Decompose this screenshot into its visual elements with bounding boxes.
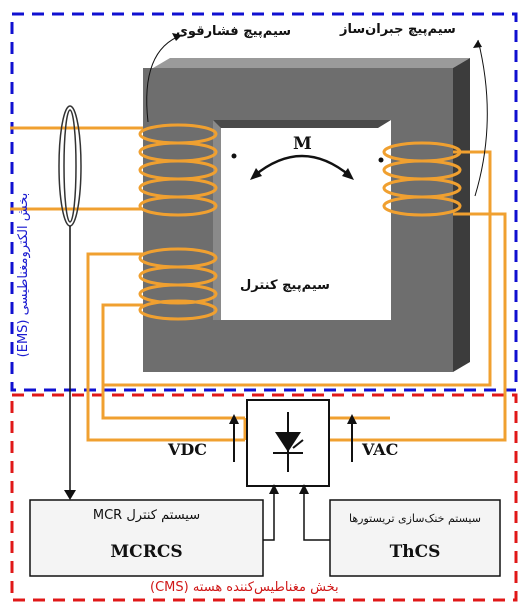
mcrcs-title: سیستم کنترل MCR (92, 508, 201, 523)
control-coil-windings (138, 247, 218, 321)
compensation-coil-leader (474, 39, 488, 197)
flux-arc (253, 154, 351, 177)
flux-arrow-left (250, 168, 262, 180)
reactive-coil-windings (138, 123, 218, 217)
wiring (10, 126, 507, 442)
vac-label: VAC (362, 440, 399, 459)
ems-section-label: بخش الکترومغناطیسی (EMS) (16, 192, 31, 358)
cms-border (10, 393, 518, 602)
control-coil-label: سیم‌پیچ کنترل (240, 278, 330, 293)
mcrcs-box (29, 499, 264, 577)
flux-dot-right (378, 157, 384, 163)
compensation-coil-windings (382, 141, 462, 217)
mcrcs-code: MCRCS (110, 542, 183, 562)
cms-section-label: بخش مغناطیس‌کننده هسته (CMS) (150, 580, 339, 595)
vdc-label: VDC (168, 440, 208, 459)
compensation-coil-label: سیم‌پیچ جبران‌ساز (340, 22, 456, 37)
ct-arrowhead (64, 490, 76, 500)
reactive-coil-label: سیم‌پیچ فشارقوی (176, 24, 292, 39)
mcrcs-link (263, 488, 275, 541)
flux-label: M (293, 134, 312, 154)
thcs-code: ThCS (389, 542, 441, 562)
thcs-link (303, 488, 330, 541)
flux-arrow-right (342, 168, 354, 180)
thcs-title: سیستم خنک‌سازی تریستورها (349, 512, 481, 525)
thcs-box (329, 499, 501, 577)
reactive-coil-leader (146, 34, 183, 123)
flux-dot-left (231, 153, 237, 159)
ems-border (10, 12, 518, 392)
thyristor-converter (246, 399, 330, 487)
